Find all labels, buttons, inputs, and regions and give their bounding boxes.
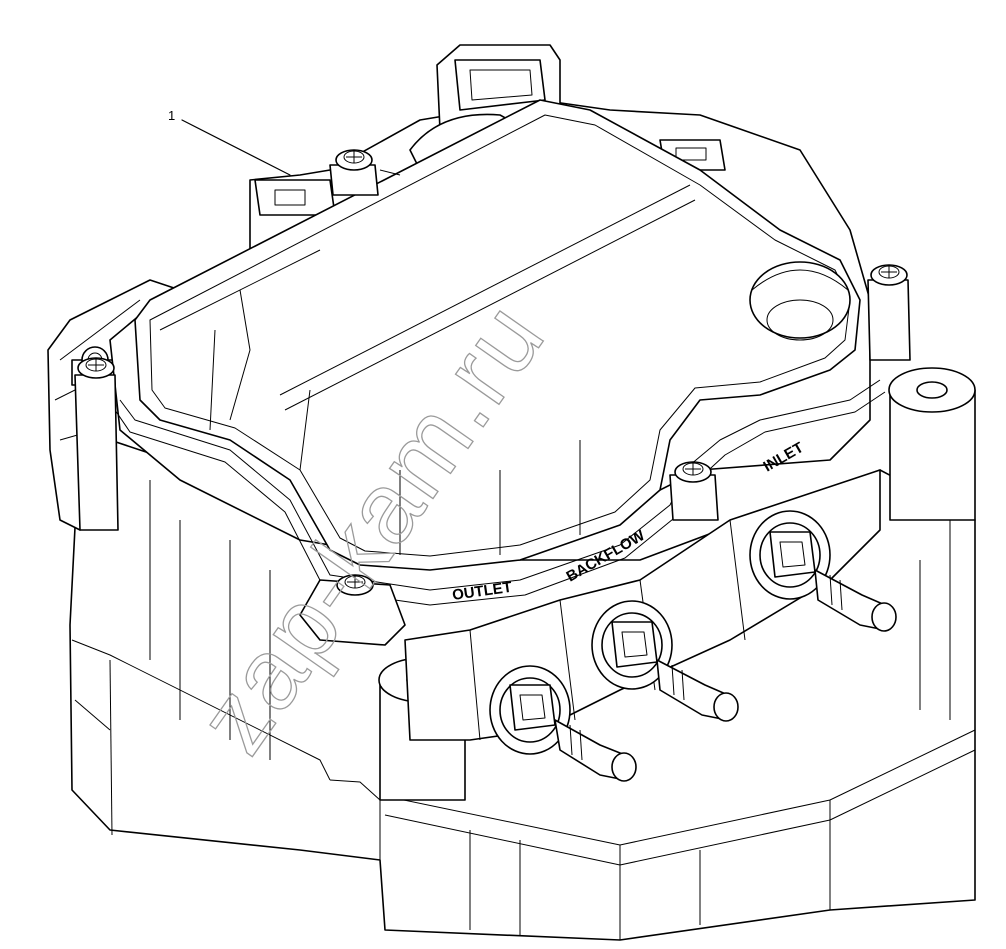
outlet-fitting (489, 665, 637, 782)
screw-boss-right (867, 264, 911, 361)
callout-number: 1 (168, 108, 175, 123)
screw-boss-left (74, 357, 119, 531)
backflow-fitting (591, 600, 739, 722)
callout-leader-line (181, 119, 291, 176)
screw-boss-front-center (669, 461, 719, 521)
screw-boss-rear-left (329, 149, 379, 196)
cover (114, 99, 886, 606)
inlet-fitting (749, 510, 897, 632)
callout-1: 1 (168, 108, 291, 176)
mounting-post-right (888, 367, 976, 521)
screw-boss-front-left (299, 574, 406, 646)
